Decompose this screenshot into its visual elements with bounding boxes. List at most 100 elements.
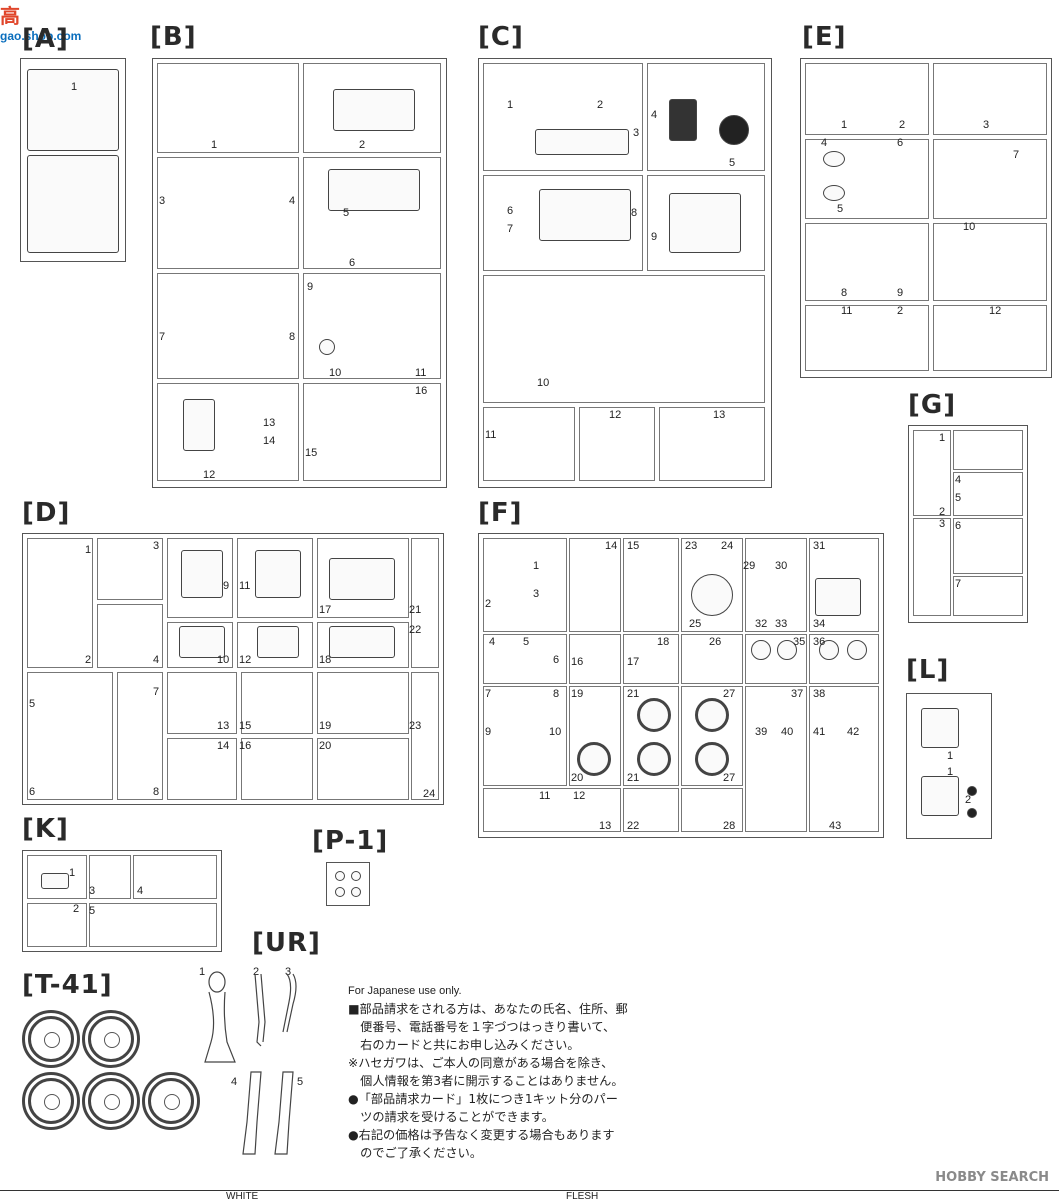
part-number: 10 <box>217 654 230 666</box>
part-number: 10 <box>537 377 550 389</box>
cell <box>681 686 743 786</box>
part-number: 7 <box>153 686 160 698</box>
tire <box>22 1072 80 1130</box>
part-number: 27 <box>723 688 736 700</box>
cell <box>623 686 679 786</box>
cell <box>27 672 113 800</box>
part-number: 13 <box>713 409 726 421</box>
sprue-label-c: [C] <box>478 22 524 52</box>
part-number: 2 <box>485 598 492 610</box>
sprue-f: 1 2 3 4 5 6 7 8 9 10 11 12 13 14 15 16 1… <box>478 533 884 838</box>
part-c3 <box>535 129 629 155</box>
part-number: 6 <box>507 205 514 217</box>
part-number: 7 <box>485 688 492 700</box>
cell <box>933 63 1047 135</box>
part-number: 1 <box>939 432 946 444</box>
part-number: 20 <box>319 740 332 752</box>
cell <box>303 157 441 269</box>
notice-heading: For Japanese use only. <box>348 985 462 997</box>
cell <box>157 273 299 379</box>
part-number: 9 <box>651 231 658 243</box>
part-number: 16 <box>571 656 584 668</box>
part-number: 14 <box>217 740 230 752</box>
part-number: 5 <box>523 636 530 648</box>
cell <box>117 672 163 800</box>
part-number: 7 <box>955 578 962 590</box>
cell <box>303 383 441 481</box>
part-number: 38 <box>813 688 826 700</box>
part-p1 <box>335 871 345 881</box>
part-number: 43 <box>829 820 842 832</box>
part-number: 10 <box>329 367 342 379</box>
part-d12 <box>257 626 299 658</box>
part-number: 11 <box>841 305 853 317</box>
part-number: 35 <box>793 636 806 648</box>
cell <box>809 634 879 684</box>
cell <box>483 175 643 271</box>
cell <box>483 788 621 832</box>
cell <box>623 788 679 832</box>
part-number: 6 <box>553 654 560 666</box>
sprue-a: 1 <box>20 58 126 262</box>
part-c9 <box>669 193 741 253</box>
part-f20 <box>577 742 611 776</box>
part-number: 39 <box>755 726 768 738</box>
part-number: 9 <box>223 580 230 592</box>
cell <box>167 738 237 800</box>
part-l2b <box>967 808 977 818</box>
cell <box>913 518 951 616</box>
part-number: 14 <box>263 435 276 447</box>
part-number: 27 <box>723 772 736 784</box>
cell <box>647 175 765 271</box>
notice-line: 個人情報を第3者に開示することはありません。 <box>348 1074 624 1088</box>
cell <box>579 407 655 481</box>
sprue-label-d: [D] <box>22 498 71 528</box>
part-number: 18 <box>657 636 670 648</box>
part-p1 <box>335 887 345 897</box>
part-number: 5 <box>837 203 844 215</box>
part-f36b <box>847 640 867 660</box>
part-number: 9 <box>485 726 492 738</box>
cell <box>483 63 643 171</box>
part-number: 11 <box>539 790 551 802</box>
part-number: 18 <box>319 654 332 666</box>
part-number: 26 <box>709 636 722 648</box>
cell <box>953 576 1023 616</box>
watermark-hobby-search: HOBBY SEARCH <box>935 1170 1049 1185</box>
sprue-label-b: [B] <box>150 22 197 52</box>
part-number: 3 <box>89 885 96 897</box>
part-c5 <box>719 115 749 145</box>
part-f35 <box>751 640 771 660</box>
sprue-label-t41: [T-41] <box>22 970 113 1000</box>
part-number: 22 <box>627 820 640 832</box>
part-number: 17 <box>627 656 640 668</box>
part-number: 13 <box>263 417 276 429</box>
sprue-label-l: [L] <box>906 655 950 685</box>
part-number: 41 <box>813 726 826 738</box>
part-number: 8 <box>289 331 296 343</box>
part-c4 <box>669 99 697 141</box>
cell <box>89 903 217 947</box>
part-d18 <box>329 626 395 658</box>
cell <box>805 305 929 371</box>
cell <box>483 686 567 786</box>
part-number: 30 <box>775 560 788 572</box>
sprue-label-e: [E] <box>802 22 847 52</box>
part-number: 1 <box>71 81 78 93</box>
part-number: 8 <box>841 287 848 299</box>
part-l1 <box>921 708 959 748</box>
part-f21b <box>637 742 671 776</box>
part-number: 2 <box>359 139 366 151</box>
part-c8 <box>539 189 631 241</box>
part-f25-steering-wheel <box>691 574 733 616</box>
part-number: 24 <box>721 540 734 552</box>
part-number: 24 <box>423 788 436 800</box>
part-number: 2 <box>899 119 906 131</box>
part-number: 1 <box>533 560 540 572</box>
part-number: 40 <box>781 726 794 738</box>
part-number: 16 <box>239 740 252 752</box>
part-number: 3 <box>159 195 166 207</box>
cell <box>623 538 679 632</box>
part-l1b <box>921 776 959 816</box>
part-number: 2 <box>939 506 946 518</box>
